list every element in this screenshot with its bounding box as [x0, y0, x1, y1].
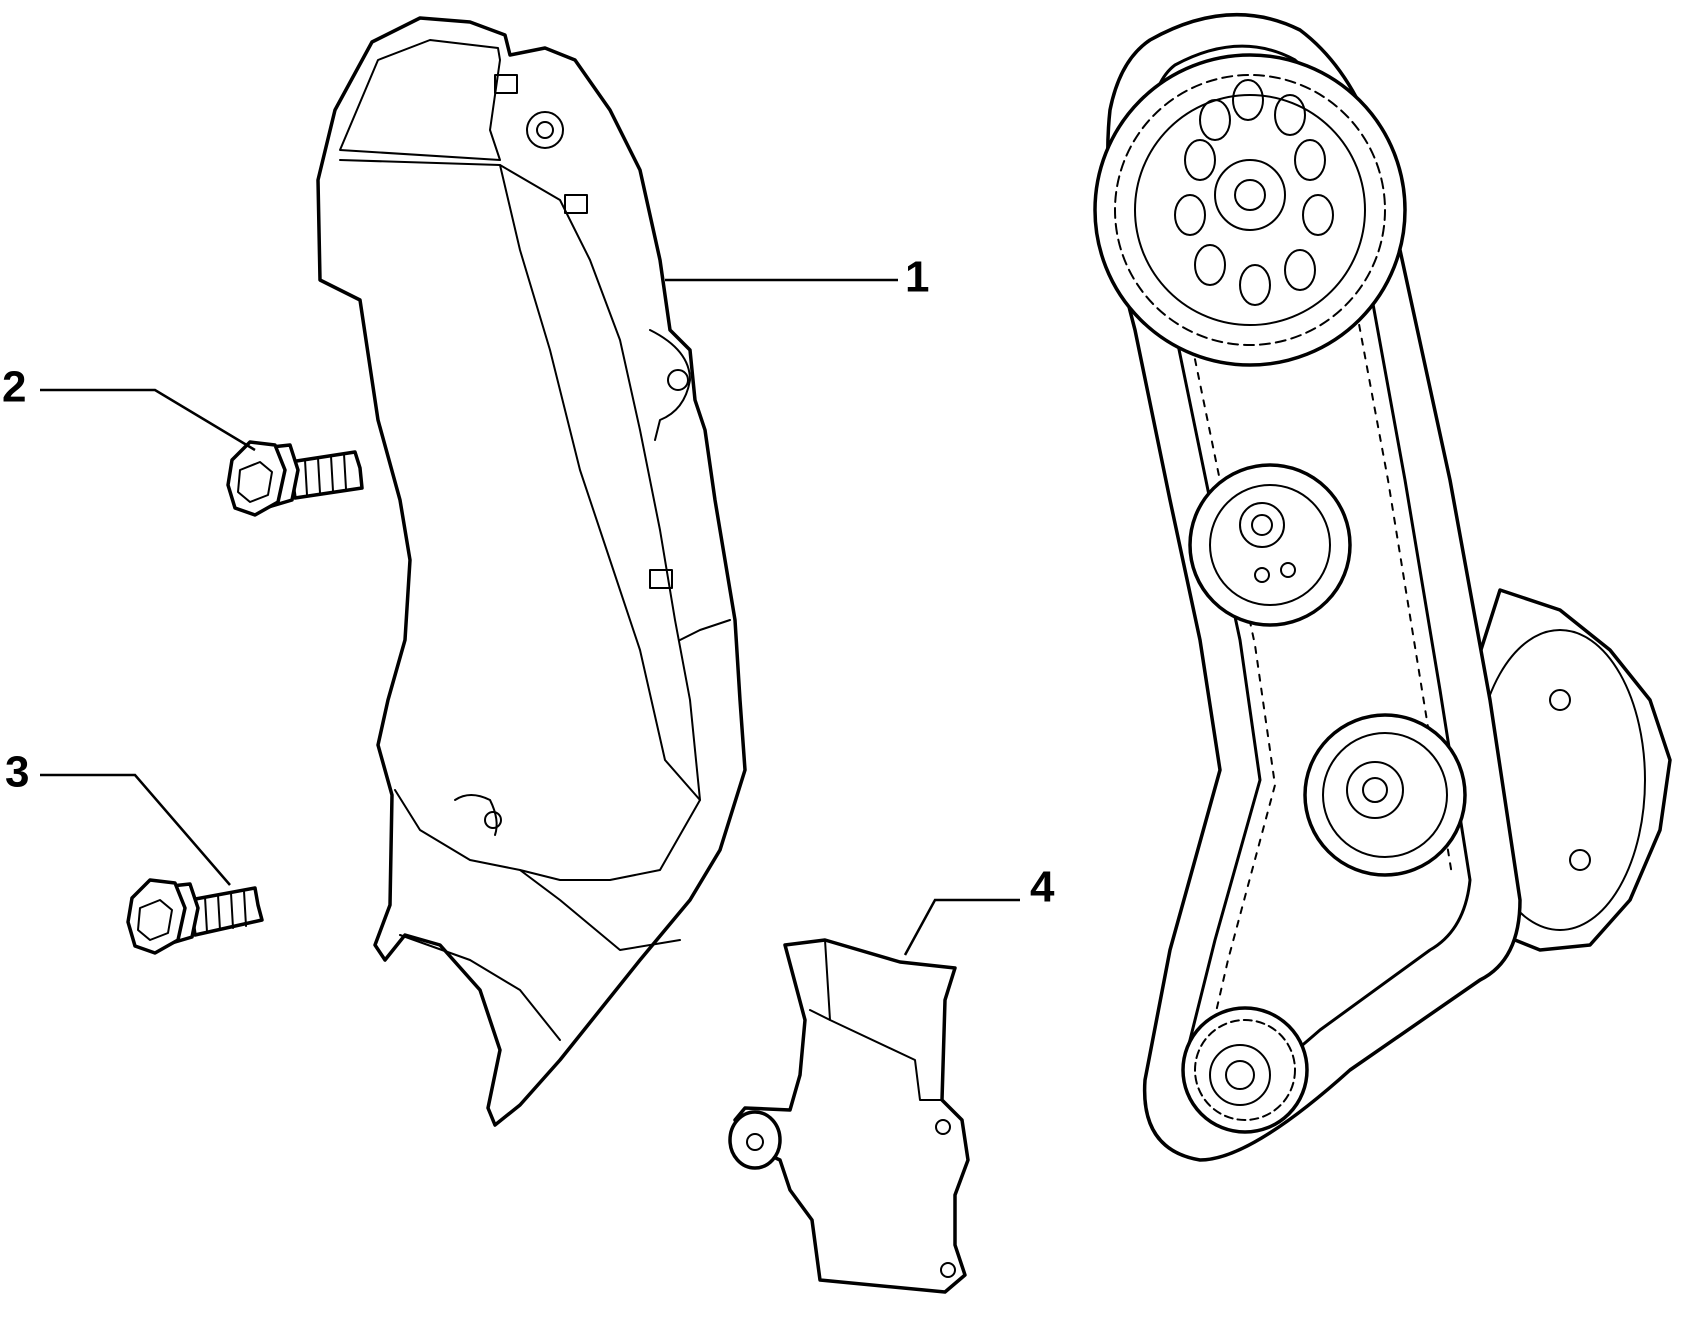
leader-line-2 — [40, 388, 256, 452]
callout-3: 3 — [5, 748, 29, 797]
callout-4: 4 — [1030, 863, 1055, 912]
flange-bolt-upper[interactable] — [226, 440, 364, 517]
leader-lines — [40, 278, 1020, 956]
flange-bolt-lower[interactable] — [126, 878, 264, 955]
timing-belt-assembly — [1093, 12, 1672, 1162]
timing-belt-cover[interactable] — [316, 16, 747, 1127]
leader-line-3 — [40, 773, 231, 886]
callout-1: 1 — [905, 253, 929, 302]
callout-2: 2 — [2, 363, 26, 412]
small-bracket[interactable] — [728, 938, 970, 1294]
leader-line-4 — [903, 898, 1020, 956]
